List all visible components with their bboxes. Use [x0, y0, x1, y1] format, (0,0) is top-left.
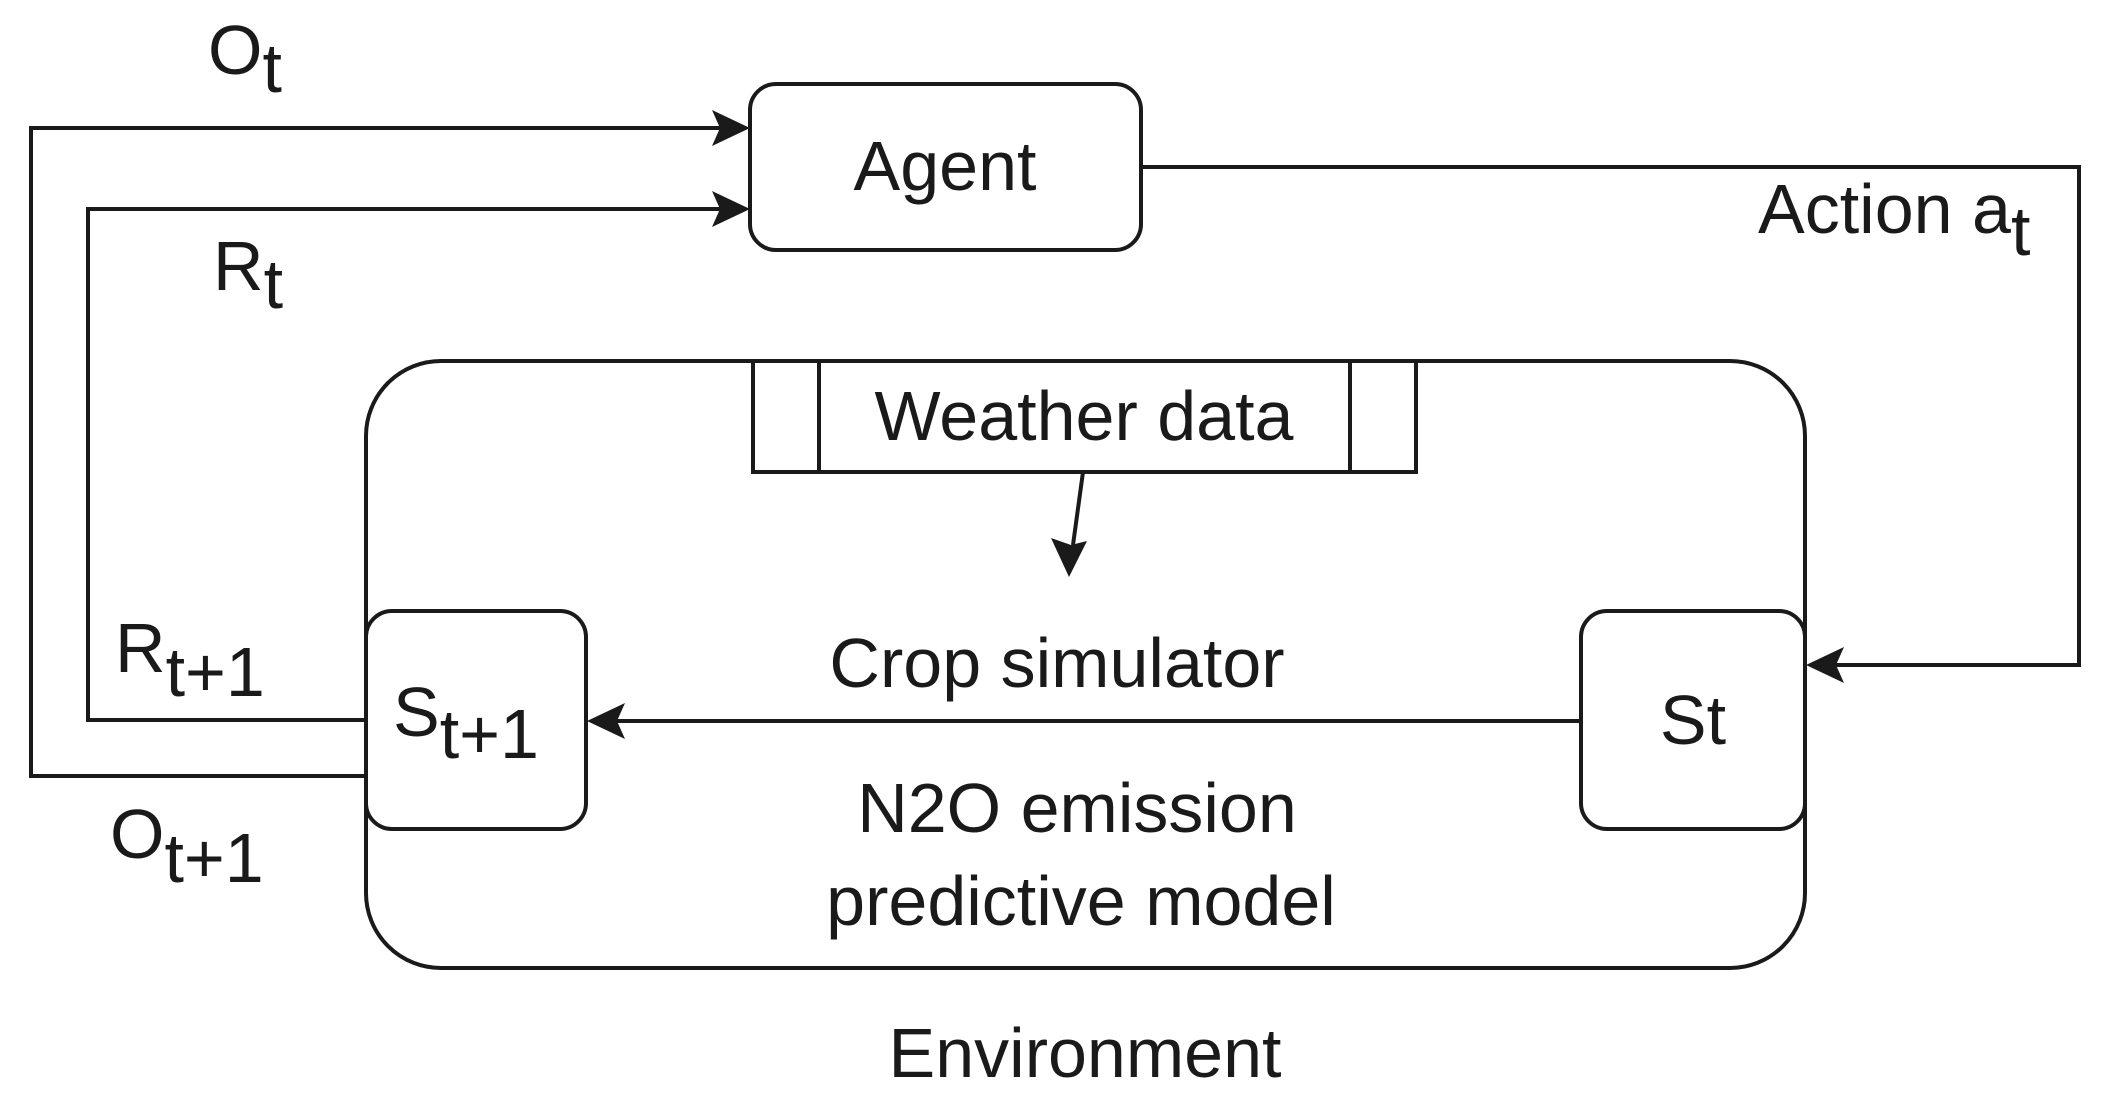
- agent-label: Agent: [854, 127, 1037, 205]
- observation-subscript: t: [262, 29, 281, 107]
- environment-label: Environment: [889, 1014, 1282, 1092]
- transition-arrowhead: [587, 703, 625, 739]
- crop-simulator-label: Crop simulator: [829, 624, 1284, 702]
- action-label: Action at: [1758, 170, 2030, 270]
- reward-subscript: t: [264, 245, 283, 323]
- weather-data-box: [751, 359, 1418, 474]
- reward-next-subscript: t+1: [166, 633, 265, 711]
- state-next-subscript: t+1: [440, 695, 539, 773]
- reward-next-base: R: [115, 609, 166, 687]
- state-next-base: S: [393, 673, 440, 751]
- state-next-label: St+1: [393, 673, 539, 773]
- reward-base: R: [213, 227, 264, 305]
- weather-arrow-line: [1071, 471, 1085, 546]
- action-base: Action a: [1758, 170, 2011, 248]
- reward-next-label: Rt+1: [115, 609, 265, 711]
- action-arrow-line: [1141, 165, 2081, 667]
- weather-arrowhead: [1051, 538, 1087, 577]
- n2o-model-label-line1: N2O emission: [857, 769, 1297, 847]
- observation-next-label: Ot+1: [110, 795, 264, 897]
- observation-next-subscript: t+1: [164, 819, 263, 897]
- observation-next-base: O: [110, 795, 164, 873]
- reward-label: Rt: [213, 227, 283, 323]
- observation-label: Ot: [208, 11, 282, 107]
- observation-arrowhead: [712, 110, 750, 146]
- weather-data-label: Weather data: [875, 377, 1294, 455]
- reward-arrow-line: [86, 207, 720, 722]
- reward-arrowhead: [712, 191, 750, 227]
- action-subscript: t: [2011, 192, 2030, 270]
- state-current-label: St: [1660, 681, 1726, 759]
- action-arrowhead: [1806, 647, 1844, 683]
- observation-base: O: [208, 11, 262, 89]
- n2o-model-label-line2: predictive model: [826, 862, 1336, 940]
- observation-arrow-line: [29, 126, 720, 778]
